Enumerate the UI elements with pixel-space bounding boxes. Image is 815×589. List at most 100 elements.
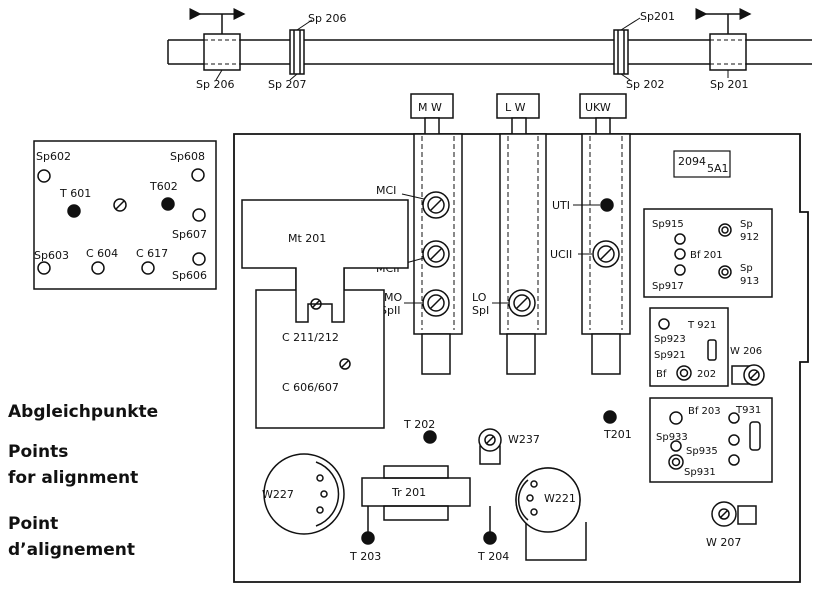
label-sp923: Sp923 <box>654 334 686 345</box>
label-sp1: SpI <box>472 304 489 317</box>
point-t202 <box>423 430 437 444</box>
label-t204: T 204 <box>477 550 509 563</box>
label-sp917: Sp917 <box>652 281 684 292</box>
label-c211-212: C 211/212 <box>282 331 339 344</box>
heading-french-line2: d’alignement <box>8 540 136 560</box>
pad-sp931 <box>668 454 684 470</box>
label-sp933: Sp933 <box>656 432 688 443</box>
point-t601 <box>67 204 81 218</box>
label-sp207: Sp 207 <box>268 78 306 91</box>
coil-sp201 <box>709 33 747 71</box>
label-t202: T 202 <box>403 418 435 431</box>
label-tr201: Tr 201 <box>391 486 426 499</box>
pad-sp608 <box>191 168 205 182</box>
label-sp602: Sp602 <box>36 150 71 163</box>
label-mc1: MCI <box>376 184 396 197</box>
ring-sp207 <box>289 29 305 75</box>
pad-bf202 <box>676 365 692 381</box>
band-screws <box>401 191 620 317</box>
button-mw <box>410 93 454 119</box>
point-t201 <box>603 410 617 424</box>
heading-english-line2: for alignment <box>8 468 139 488</box>
adjust-screw <box>113 198 127 212</box>
label-t602: T602 <box>149 180 178 193</box>
pad-bf203 <box>669 411 683 425</box>
screw-c606 <box>339 358 351 370</box>
label-lw: L W <box>505 101 526 114</box>
label-sp603: Sp603 <box>34 249 69 262</box>
label-sp608: Sp608 <box>170 150 205 163</box>
label-sp606: Sp606 <box>172 269 207 282</box>
label-t931: T931 <box>735 405 761 416</box>
label-sp913-b: 913 <box>740 276 759 287</box>
label-sp915: Sp915 <box>652 219 684 230</box>
pad-sp917 <box>674 264 686 276</box>
point-ut1 <box>600 198 614 212</box>
lower-components <box>263 410 757 561</box>
board-code-1: 2094 <box>678 155 706 168</box>
filter-module <box>241 199 409 429</box>
pad-sp912 <box>718 223 732 237</box>
pad-bf201 <box>674 248 686 260</box>
label-sp931: Sp931 <box>684 467 716 478</box>
board-code-2: 5A1 <box>707 162 729 175</box>
coil-sp206 <box>203 33 241 71</box>
heading-french-line1: Point <box>8 514 59 534</box>
label-sp607: Sp607 <box>172 228 207 241</box>
pot-w227 <box>263 453 345 535</box>
label-sp921: Sp921 <box>654 350 686 361</box>
heading-english-line1: Points <box>8 442 69 462</box>
label-t921: T 921 <box>687 320 716 331</box>
trimmer-w207 <box>711 501 737 527</box>
label-w237: W237 <box>508 433 540 446</box>
pad-sp607 <box>192 208 206 222</box>
label-sp912-b: 912 <box>740 232 759 243</box>
label-t201: T201 <box>603 428 632 441</box>
point-t203 <box>361 531 375 545</box>
pad-t931 <box>728 412 740 424</box>
right-sections <box>643 208 773 483</box>
label-lo: LO <box>472 291 487 304</box>
main-board-outline <box>233 133 809 583</box>
label-sp2: SpII <box>380 304 400 317</box>
label-t203: T 203 <box>349 550 381 563</box>
pad-sp603 <box>37 261 51 275</box>
label-sp912-a: Sp <box>740 219 753 230</box>
label-t601: T 601 <box>59 187 91 200</box>
pad-c617 <box>141 261 155 275</box>
pad-sp602 <box>37 169 51 183</box>
slot-t921 <box>707 339 717 361</box>
point-t602 <box>161 197 175 211</box>
ring-sp202 <box>613 29 629 75</box>
heading-german: Abgleichpunkte <box>8 402 159 422</box>
label-ut1: UTI <box>552 199 570 212</box>
label-w206: W 206 <box>730 346 762 357</box>
label-w221: W221 <box>544 492 576 505</box>
pad-sp935 <box>728 434 740 446</box>
label-sp202: Sp 202 <box>626 78 664 91</box>
label-sp913-a: Sp <box>740 263 753 274</box>
label-sp935: Sp935 <box>686 446 718 457</box>
pad-sp933 <box>670 440 682 452</box>
label-mt201: Mt 201 <box>288 232 326 245</box>
label-mo: MO <box>384 291 402 304</box>
slot-t931 <box>749 421 761 451</box>
point-t204 <box>483 531 497 545</box>
pad-c604 <box>91 261 105 275</box>
screw-c211 <box>310 298 322 310</box>
label-bf201: Bf 201 <box>690 250 723 261</box>
label-c604: C 604 <box>86 247 118 260</box>
button-lw <box>496 93 540 119</box>
pad-sp915 <box>674 233 686 245</box>
label-sp201-top: Sp201 <box>640 10 675 23</box>
pad-t921 <box>658 318 670 330</box>
label-sp206-bottom: Sp 206 <box>196 78 234 91</box>
label-bf202-b: 202 <box>697 369 716 380</box>
left-subboard <box>33 140 217 290</box>
board-code-box <box>673 150 731 178</box>
pad-sp913 <box>718 265 732 279</box>
label-w227: W227 <box>262 488 294 501</box>
label-ukw: UKW <box>585 101 611 114</box>
tuning-rod-assembly <box>167 8 812 81</box>
